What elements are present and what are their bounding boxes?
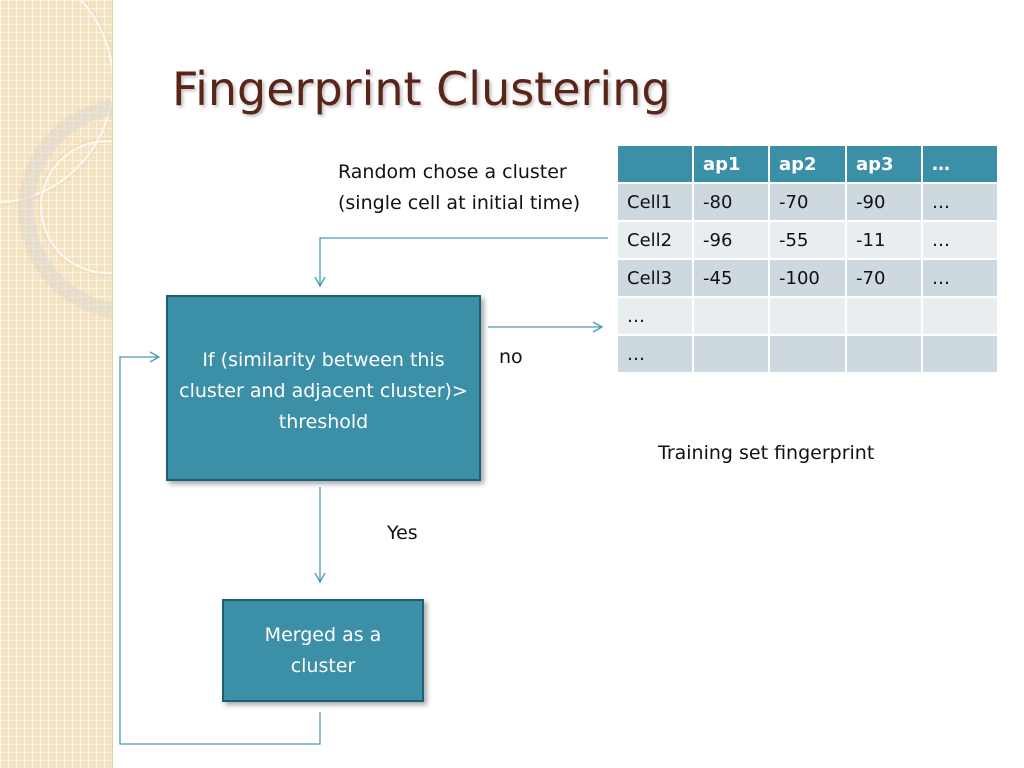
fingerprint-table: ap1 ap2 ap3 … Cell1 -80 -70 -90 … Cell2 … (616, 144, 999, 374)
merge-text: Merged as a cluster (264, 623, 382, 677)
merge-box: Merged as a cluster (222, 599, 424, 702)
table-row: Cell3 -45 -100 -70 … (616, 258, 999, 298)
table-row: Cell1 -80 -70 -90 … (616, 182, 999, 222)
table-cell: -45 (692, 258, 770, 298)
no-label: no (499, 346, 523, 368)
table-cell: … (921, 220, 999, 260)
random-cluster-label-line1: Random chose a cluster (338, 161, 567, 183)
table-header-cell: ap3 (845, 144, 923, 184)
slide-title: Fingerprint Clustering (172, 62, 671, 116)
table-cell (692, 334, 770, 374)
table-cell: … (921, 182, 999, 222)
condition-text: If (similarity between this cluster and … (179, 349, 468, 433)
table-cell: -90 (845, 182, 923, 222)
random-cluster-label-line2: (single cell at initial time) (338, 192, 581, 214)
table-cell: -80 (692, 182, 770, 222)
condition-box: If (similarity between this cluster and … (166, 295, 481, 481)
table-cell: Cell3 (616, 258, 694, 298)
table-cell: -70 (768, 182, 847, 222)
table-header-cell: ap1 (692, 144, 770, 184)
table-header-cell: ap2 (768, 144, 847, 184)
table-cell: -11 (845, 220, 923, 260)
table-cell: -100 (768, 258, 847, 298)
table-cell (845, 296, 923, 336)
table-row: … (616, 296, 999, 336)
table-header-cell (616, 144, 694, 184)
decorative-sidebar (0, 0, 113, 768)
table-cell: … (616, 296, 694, 336)
table-header-cell: … (921, 144, 999, 184)
table-cell: Cell2 (616, 220, 694, 260)
table-cell (768, 334, 847, 374)
table-cell: -70 (845, 258, 923, 298)
table-cell: -55 (768, 220, 847, 260)
table-cell (768, 296, 847, 336)
table-cell: … (921, 258, 999, 298)
table-caption: Training set fingerprint (658, 442, 875, 464)
table-cell: Cell1 (616, 182, 694, 222)
arrow-table-to-condition (314, 237, 608, 288)
yes-label: Yes (387, 522, 418, 544)
table-row: … (616, 334, 999, 374)
table-cell: -96 (692, 220, 770, 260)
table-cell (692, 296, 770, 336)
table-cell (921, 296, 999, 336)
table-cell (845, 334, 923, 374)
random-cluster-label: Random chose a cluster (single cell at i… (338, 157, 580, 219)
table-cell (921, 334, 999, 374)
table-header-row: ap1 ap2 ap3 … (616, 144, 999, 184)
table-row: Cell2 -96 -55 -11 … (616, 220, 999, 260)
table-cell: … (616, 334, 694, 374)
